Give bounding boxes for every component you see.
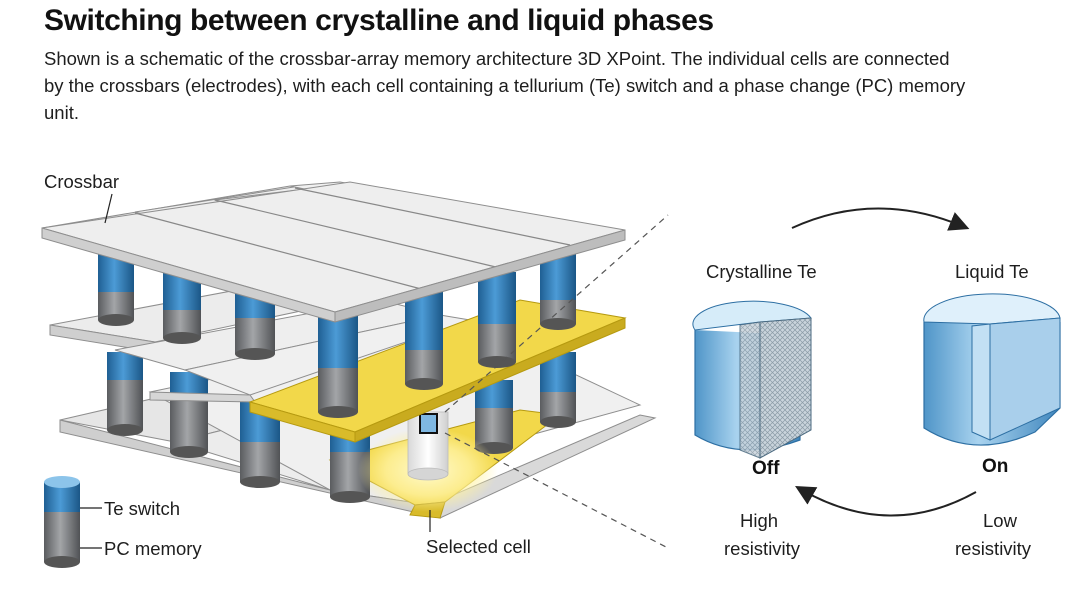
selected-cell-label: Selected cell (426, 536, 531, 557)
pillar (107, 352, 143, 436)
pillar (540, 352, 576, 428)
te-switch-label: Te switch (104, 498, 180, 519)
crossbar-leader-line (104, 193, 113, 224)
selected-cell (358, 411, 498, 512)
high-resistivity-label: resistivity (724, 538, 801, 559)
figure-title: Switching between crystalline and liquid… (44, 4, 714, 37)
off-label: Off (752, 458, 780, 479)
upper-pillars (98, 252, 576, 418)
crystalline-te-label: Crystalline Te (706, 261, 817, 282)
pc-memory-label: PC memory (104, 538, 202, 559)
pillar (478, 272, 516, 368)
high-label: High (740, 510, 778, 531)
pillar (170, 372, 208, 458)
liquid-te-cylinder (923, 293, 1061, 446)
zoom-lines (444, 214, 669, 549)
low-label: Low (983, 510, 1018, 531)
top-crossbar-layer (41, 181, 626, 323)
figure-subtitle: Shown is a schematic of the crossbar-arr… (44, 48, 966, 123)
pillar (318, 310, 358, 418)
top-curved-arrow (791, 207, 970, 231)
crystalline-te-cylinder (692, 300, 812, 459)
crossbar-label: Crossbar (44, 171, 119, 192)
legend-cylinder (44, 476, 80, 568)
liquid-te-label: Liquid Te (955, 261, 1029, 282)
low-resistivity-label: resistivity (955, 538, 1032, 559)
bottom-curved-arrow (795, 486, 977, 517)
pillar (405, 290, 443, 390)
on-label: On (982, 456, 1008, 477)
pillar (475, 380, 513, 454)
pillar (540, 252, 576, 330)
